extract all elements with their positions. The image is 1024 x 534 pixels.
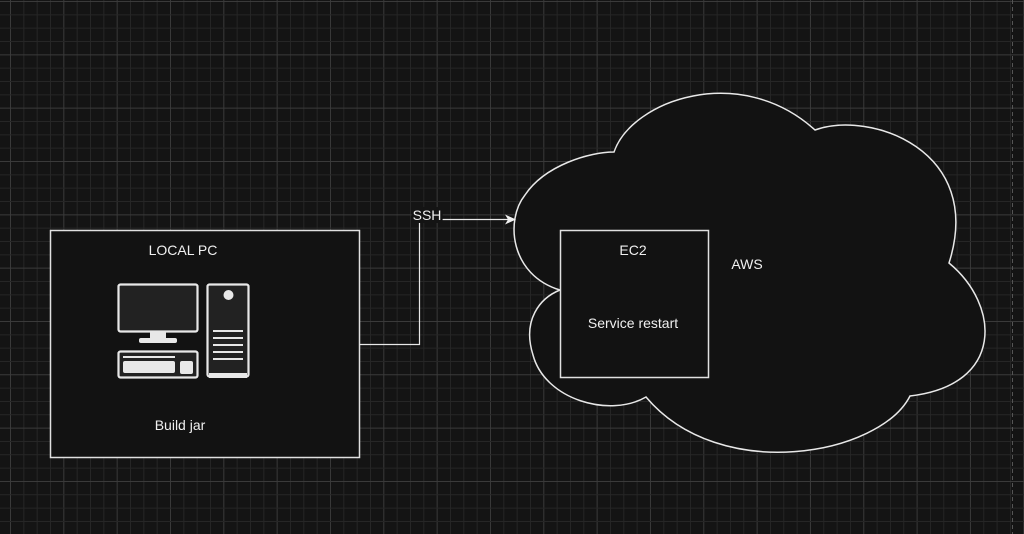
local-pc-title: LOCAL PC: [148, 242, 218, 258]
ec2-title: EC2: [619, 242, 647, 258]
ssh-connector-line[interactable]: [359, 218, 509, 346]
monitor-base-icon: [139, 338, 177, 343]
ssh-edge-label: SSH: [411, 207, 443, 223]
ec2-box[interactable]: [559, 229, 710, 379]
tower-base-icon: [209, 373, 247, 378]
arrowhead-icon: [505, 214, 516, 225]
ec2-caption: Service restart: [587, 315, 679, 331]
desktop-computer-icon: [117, 283, 250, 379]
tower-vents-icon: [213, 330, 243, 360]
monitor-stand-icon: [150, 332, 166, 339]
keyboard-pad-icon: [180, 361, 193, 374]
monitor-icon: [117, 283, 199, 333]
local-pc-box[interactable]: [49, 229, 361, 459]
local-pc-caption: Build jar: [154, 417, 206, 433]
keyboard-keys-icon: [123, 361, 175, 373]
aws-label: AWS: [731, 256, 763, 272]
keyboard-line-icon: [123, 356, 175, 358]
power-button-icon: [223, 290, 234, 300]
